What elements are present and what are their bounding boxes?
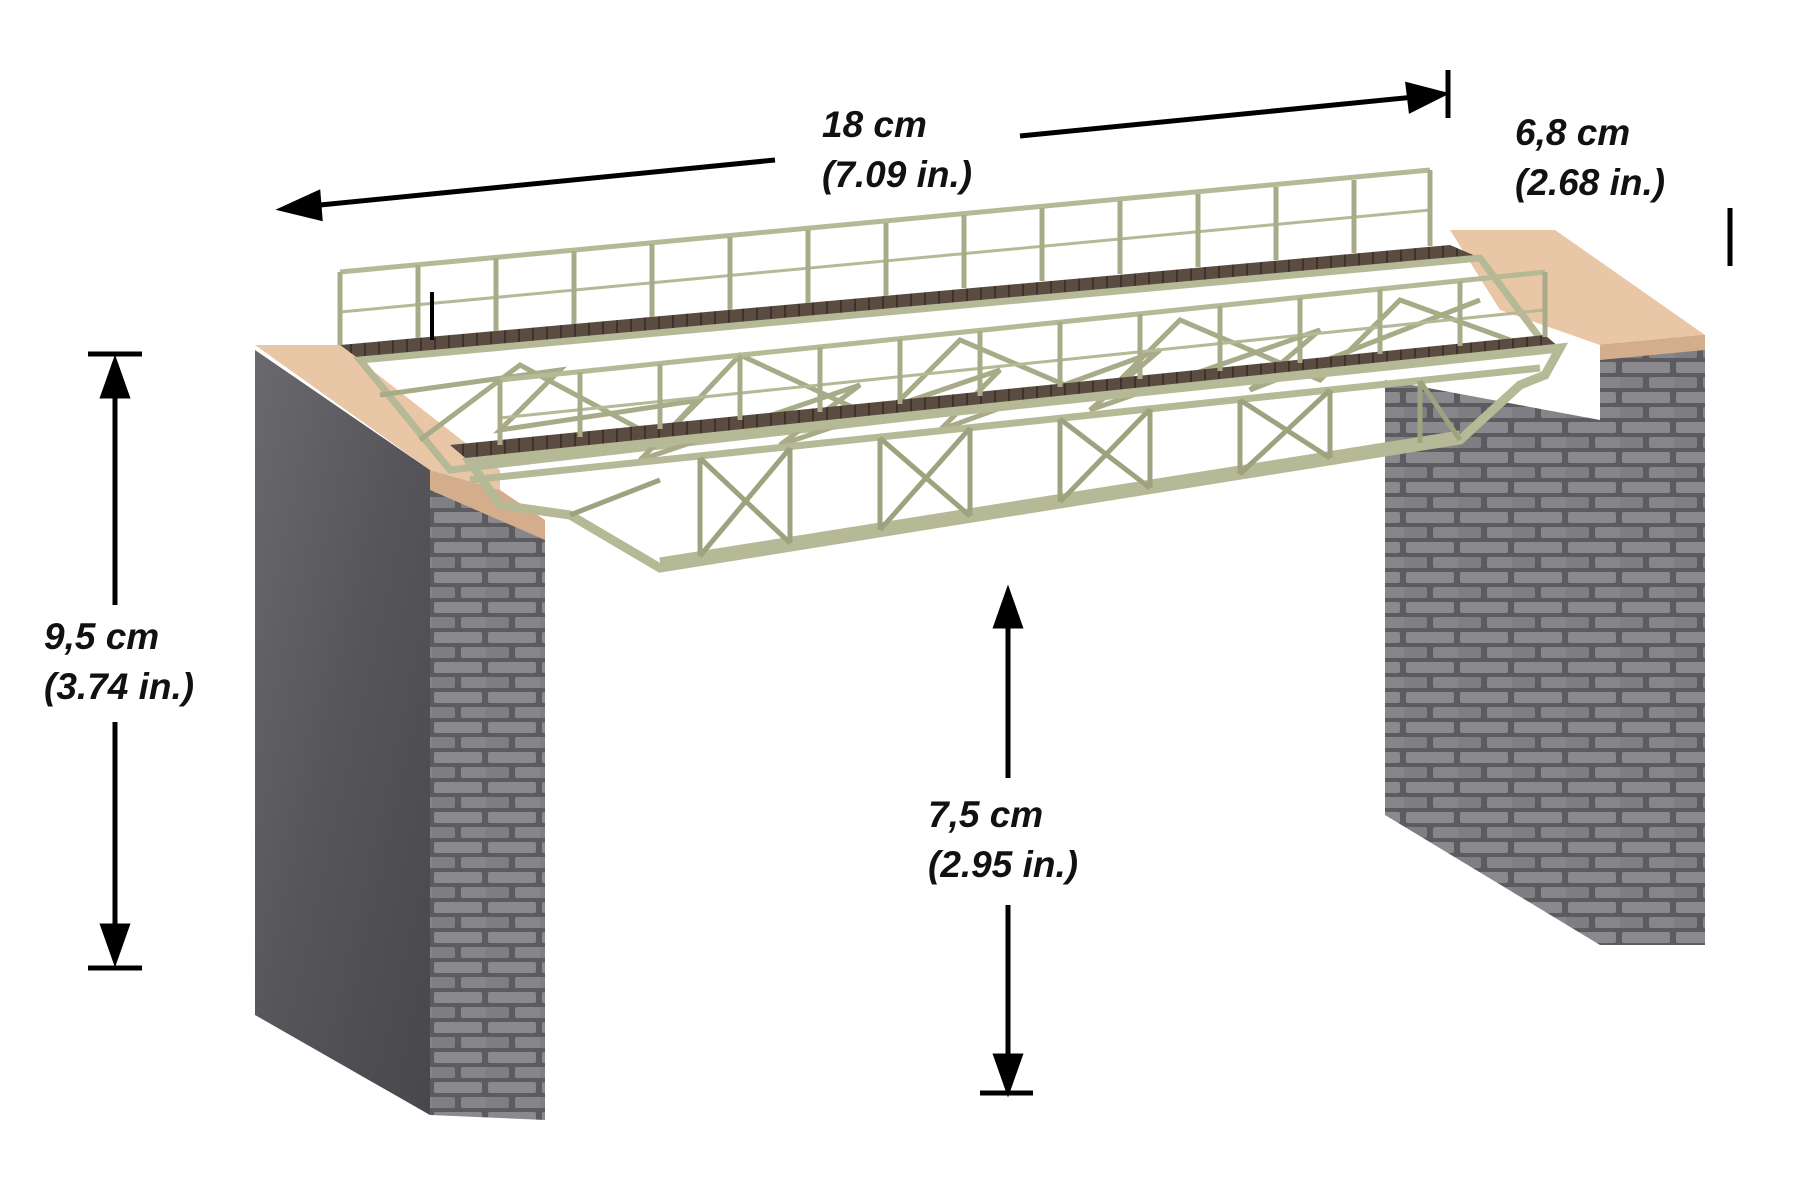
height-arrowhead-bottom — [99, 923, 131, 968]
right-abutment — [1385, 230, 1705, 945]
girder-web — [569, 379, 1463, 558]
far-railing-posts — [337, 170, 1433, 345]
length-metric: 18 cm — [822, 104, 927, 145]
right-abutment-side-face — [1600, 335, 1705, 945]
near-railing-posts — [497, 272, 1548, 445]
steel-truss-bridge — [337, 167, 1569, 573]
clearance-label: 7,5 cm (2.95 in.) — [928, 790, 1078, 890]
width-imperial: (2.68 in.) — [1515, 162, 1666, 203]
width-metric: 6,8 cm — [1515, 112, 1631, 153]
clearance-metric: 7,5 cm — [928, 794, 1044, 835]
length-dimension-line-right — [1019, 93, 1426, 139]
clearance-imperial: (2.95 in.) — [928, 844, 1079, 885]
clearance-arrowhead-bottom — [992, 1053, 1024, 1098]
total-height-imperial: (3.74 in.) — [44, 666, 195, 707]
length-dimension-line-left — [299, 157, 776, 210]
near-deck — [450, 335, 1560, 462]
far-deck — [340, 245, 1480, 360]
length-arrowhead-right — [1405, 81, 1451, 114]
total-height-metric: 9,5 cm — [44, 616, 160, 657]
total-height-label: 9,5 cm (3.74 in.) — [44, 612, 194, 712]
left-abutment-front-face — [430, 470, 545, 1120]
right-abutment-capstone — [1450, 230, 1705, 345]
dimension-lines — [88, 70, 1733, 1098]
width-label: 6,8 cm (2.68 in.) — [1515, 108, 1665, 208]
left-abutment — [255, 345, 545, 1120]
length-label: 18 cm (7.09 in.) — [822, 100, 972, 200]
left-abutment-side-face — [255, 350, 430, 1115]
length-imperial: (7.09 in.) — [822, 154, 973, 195]
length-arrowhead-left — [275, 189, 323, 222]
right-abutment-front-face — [1385, 380, 1600, 945]
